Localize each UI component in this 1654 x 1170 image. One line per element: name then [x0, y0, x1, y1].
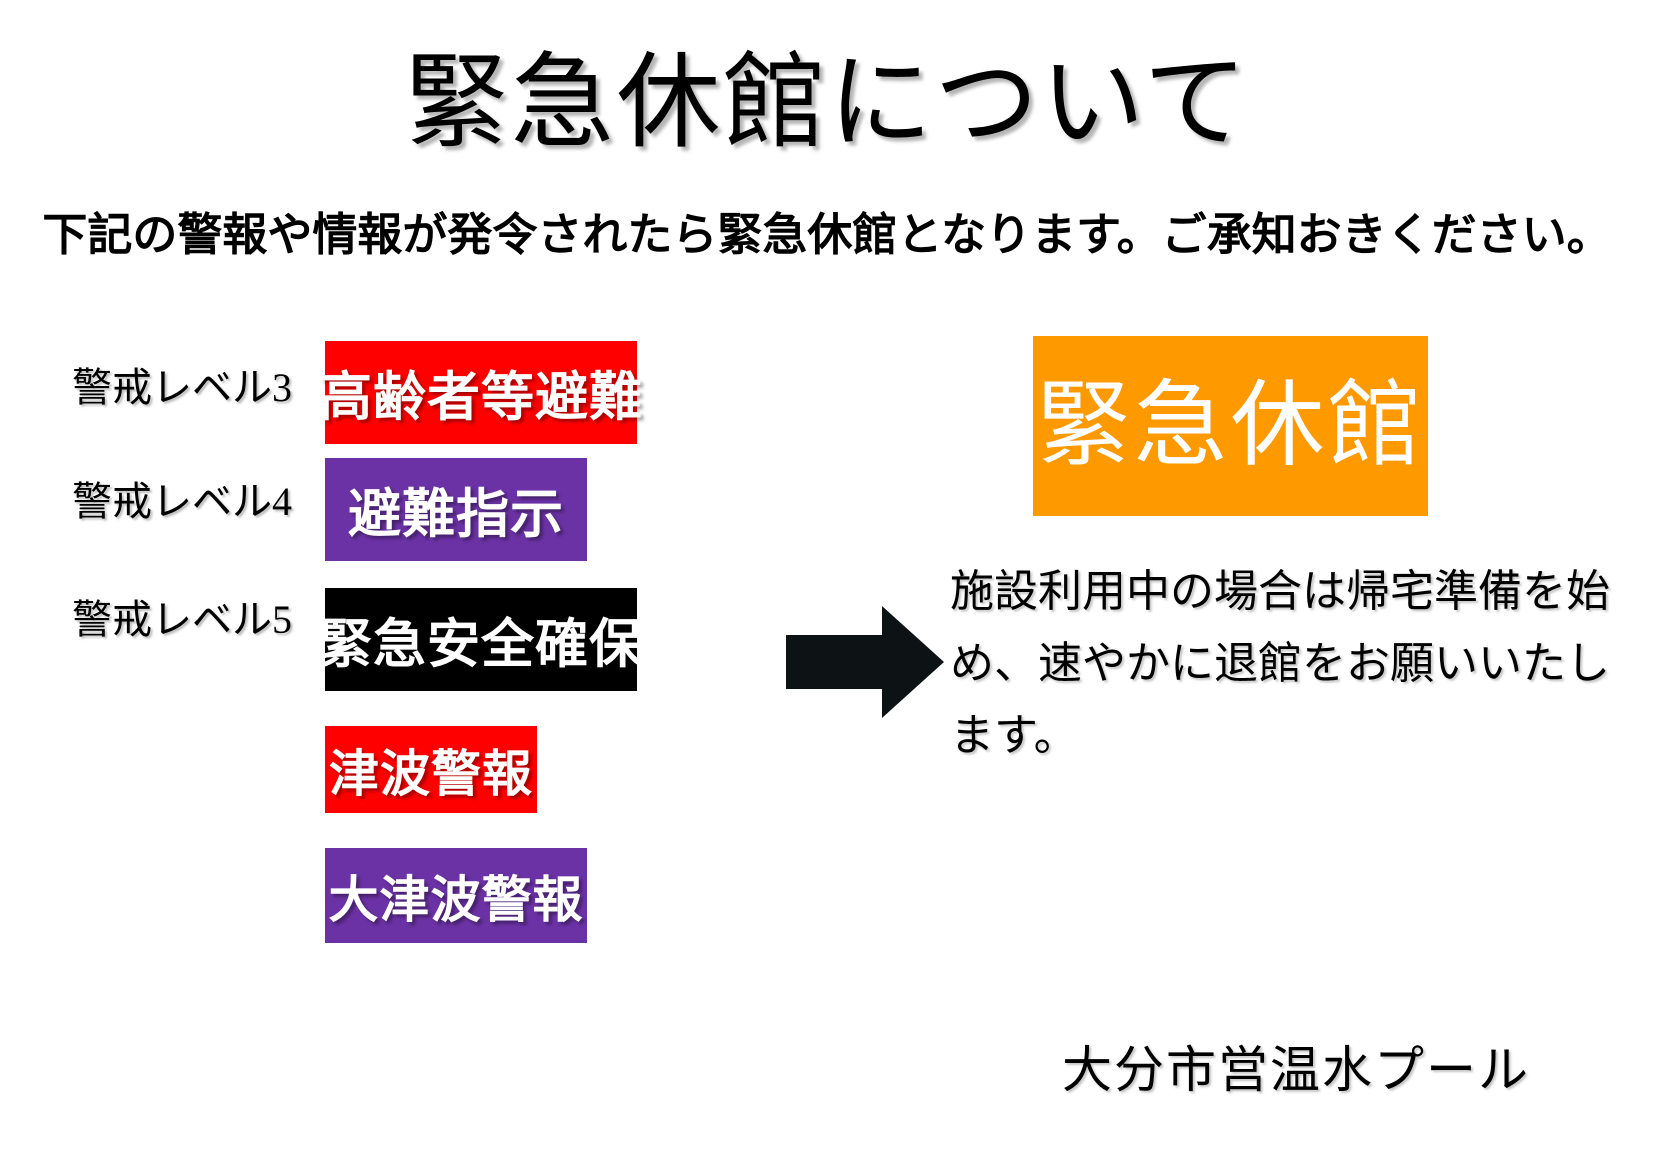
emergency-closure-banner: 緊急休館: [1033, 336, 1428, 516]
instruction-line-1: 施設利用中の場合は帰宅準備を始: [950, 567, 1610, 616]
alert-box-major-tsunami-warning: 大津波警報: [325, 848, 587, 943]
instruction-paragraph: 施設利用中の場合は帰宅準備を始 め、速やかに退館をお願いいたし ます。: [950, 556, 1610, 772]
warning-level-4-label: 警戒レベル4: [72, 479, 292, 524]
subtitle-text: 下記の警報や情報が発令されたら緊急休館となります。ご承知おきください。: [42, 209, 1612, 260]
alert-box-emergency-safety-measure: 緊急安全確保: [319, 588, 642, 691]
right-arrow-icon: [786, 606, 944, 718]
instruction-line-3: ます。: [950, 711, 1078, 760]
organization-name: 大分市営温水プール: [1062, 1042, 1530, 1098]
alert-box-evacuation-order: 避難指示: [325, 458, 587, 561]
alert-box-elderly-evacuation: 高齢者等避難: [319, 341, 642, 444]
warning-level-3-label: 警戒レベル3: [72, 365, 292, 410]
warning-level-5-label: 警戒レベル5: [72, 597, 292, 642]
instruction-line-2: め、速やかに退館をお願いいたし: [950, 639, 1610, 688]
page-title: 緊急休館について: [404, 46, 1250, 161]
alert-box-tsunami-warning: 津波警報: [325, 726, 537, 813]
